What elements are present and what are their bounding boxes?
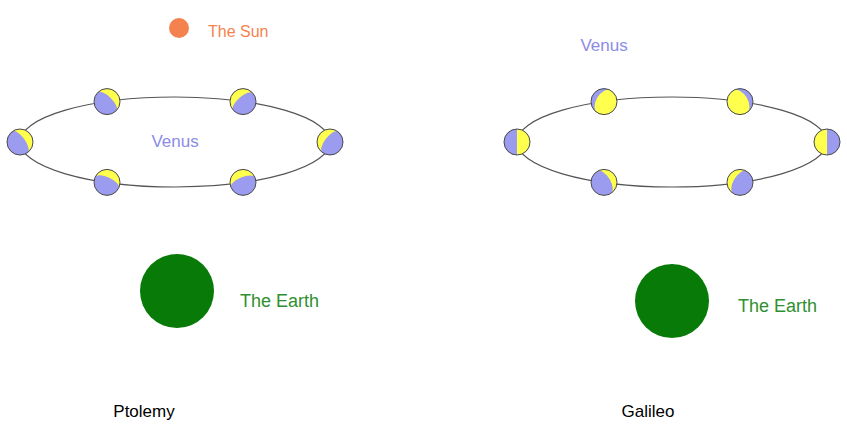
venus-lit-part	[517, 129, 530, 155]
venus-phase	[814, 129, 840, 155]
venus-orbit: Venus	[500, 28, 844, 206]
venus-outline	[814, 129, 840, 155]
venus-phase	[226, 165, 256, 195]
earth-node: The Earth	[136, 250, 346, 334]
earth-node: The Earth	[631, 260, 841, 344]
venus-orbit: Venus	[4, 80, 346, 206]
venus-outline	[727, 169, 753, 195]
venus-lit-part	[591, 86, 622, 119]
venus-outline	[230, 89, 256, 115]
earth-disc	[140, 254, 214, 328]
venus-lit-part	[722, 165, 746, 194]
venus-outline	[591, 169, 617, 195]
body-name: The Earth	[738, 296, 817, 318]
venus-phase	[722, 165, 753, 196]
venus-outline	[230, 169, 256, 195]
planet-name: Venus	[151, 132, 198, 152]
earth-disc	[635, 264, 709, 338]
venus-outline	[727, 89, 753, 115]
venus-phase	[591, 86, 622, 119]
venus-lit-part	[12, 124, 38, 153]
venus-phase	[591, 165, 622, 196]
orbit-drawing	[500, 28, 844, 206]
venus-outline	[591, 89, 617, 115]
venus-outline	[94, 89, 120, 115]
venus-phase	[94, 83, 125, 114]
body-name: The Sun	[208, 22, 268, 41]
venus-lit-part	[98, 83, 126, 110]
model-name: Ptolemy	[113, 402, 174, 422]
venus-phase	[504, 129, 530, 155]
venus-disc	[504, 129, 530, 155]
body-name: The Earth	[240, 291, 319, 313]
venus-phase	[94, 165, 124, 195]
venus-outline	[94, 169, 120, 195]
venus-lit-part	[597, 165, 621, 194]
venus-disc	[814, 129, 840, 155]
sun-node: The Sun	[160, 12, 310, 48]
planet-name: Venus	[580, 36, 627, 56]
orbit-ellipse	[20, 97, 330, 187]
venus-outline	[317, 129, 343, 155]
venus-lit-part	[312, 124, 338, 153]
venus-phase	[225, 83, 256, 114]
sun-disc	[169, 18, 189, 38]
venus-lit-part	[814, 129, 827, 155]
model-name: Galileo	[622, 402, 675, 422]
venus-lit-part	[225, 83, 253, 110]
orbit-ellipse	[517, 97, 827, 187]
venus-phase	[7, 124, 38, 155]
venus-phase	[312, 124, 343, 155]
venus-outline	[504, 129, 530, 155]
venus-lit-part	[722, 86, 753, 119]
venus-phase	[722, 86, 753, 119]
venus-outline	[7, 129, 33, 155]
